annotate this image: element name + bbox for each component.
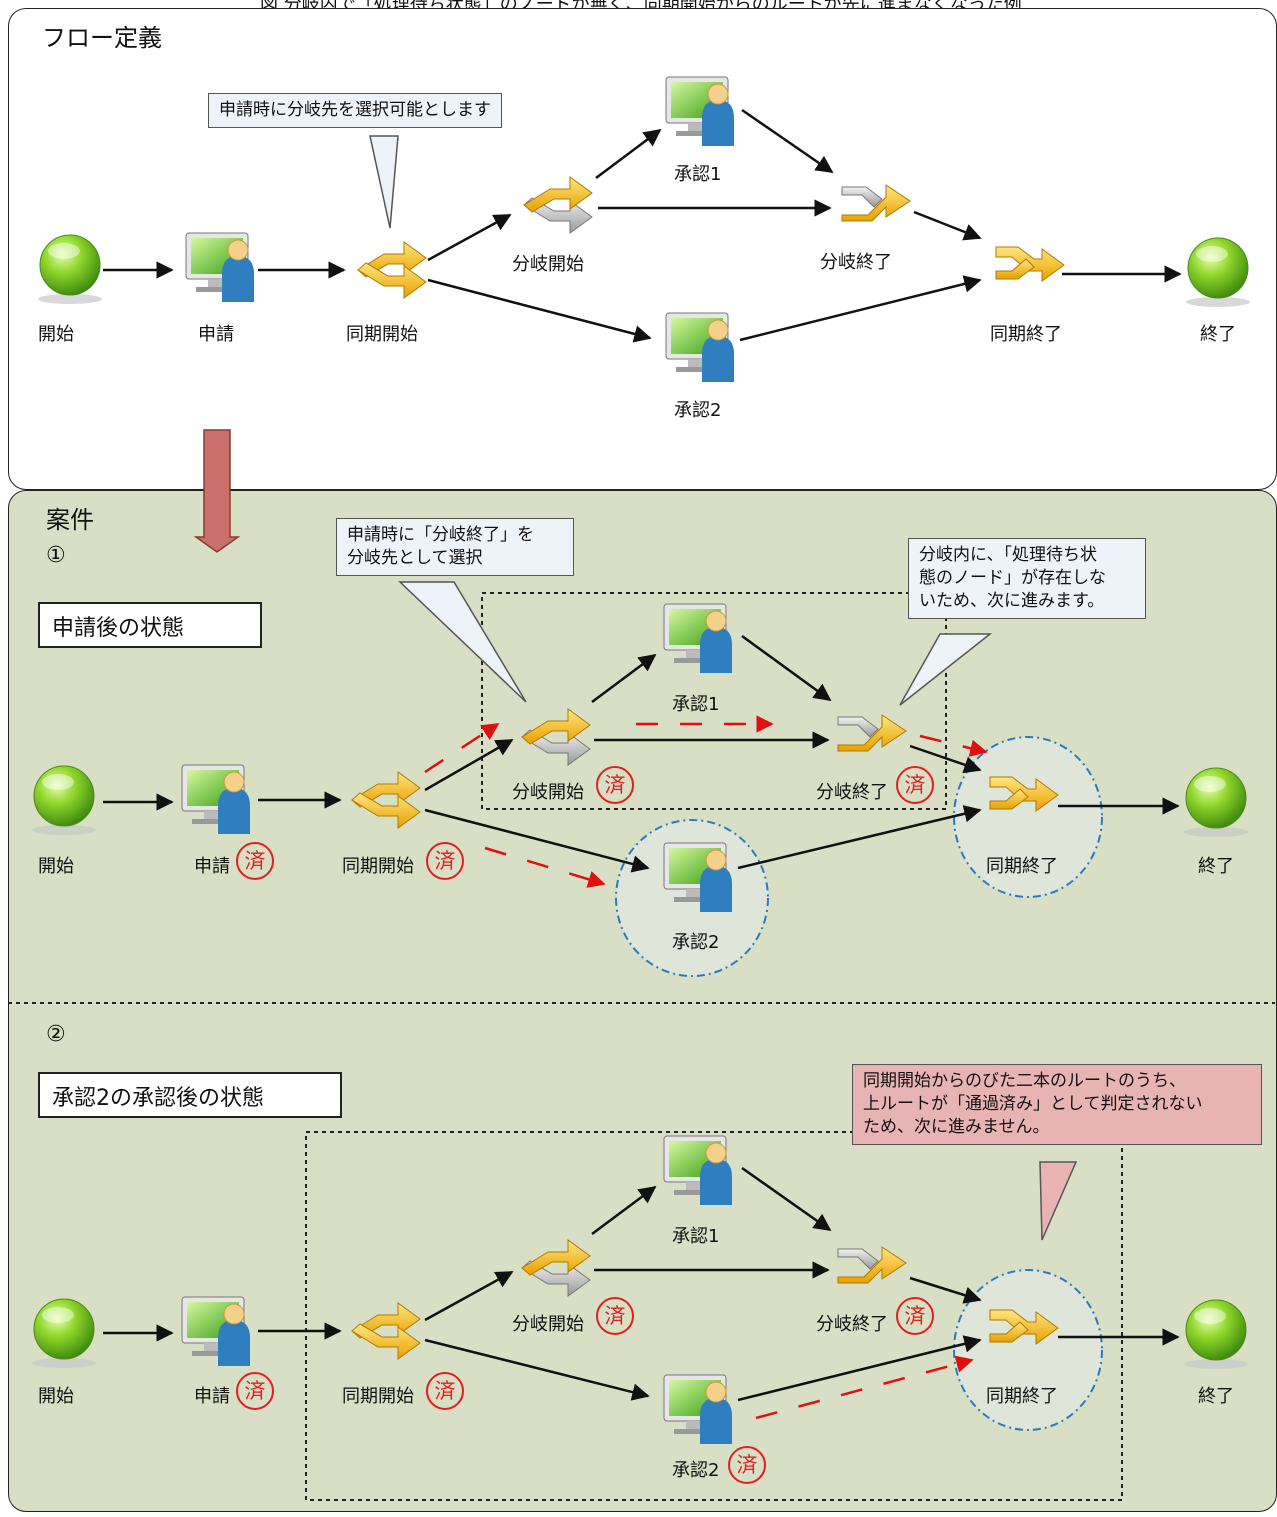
callout-line: 分岐先として選択	[347, 548, 483, 568]
callout-line: ため、次に進みません。	[863, 1117, 1050, 1137]
state2-label-box: 承認2の承認後の状態	[38, 1072, 342, 1118]
done-stamp: 済	[596, 1297, 634, 1335]
state1-number: ①	[46, 543, 66, 568]
node-label-end: 終了	[1198, 856, 1234, 877]
state1-callout-right: 分岐内に、「処理待ち状 態のノード」が存在しな いため、次に進みます。	[908, 538, 1146, 619]
approve1-node-icon	[665, 76, 735, 147]
node-label-start: 開始	[38, 856, 74, 877]
sync-end-node-icon	[995, 246, 1065, 282]
callout-line: 同期開始からのびた二本のルートのうち、	[863, 1071, 1186, 1091]
state1-edges	[103, 634, 1180, 873]
approve1-node-icon	[663, 603, 733, 674]
node-label-sync-end: 同期終了	[986, 856, 1058, 877]
branch-start-node-icon	[521, 1239, 591, 1297]
done-stamp: 済	[728, 1446, 766, 1484]
node-label-approve1: 承認1	[672, 694, 720, 715]
node-label-branch-end: 分岐終了	[816, 1314, 888, 1335]
approve2-node-icon	[665, 312, 735, 383]
transition-arrow-icon	[193, 429, 241, 553]
node-label-approve1: 承認1	[672, 1226, 720, 1247]
approve2-node-icon	[663, 842, 733, 913]
node-label-end: 終了	[1200, 324, 1236, 345]
branch-end-node-icon	[837, 714, 907, 752]
done-stamp: 済	[236, 842, 274, 880]
node-label-apply: 申請	[194, 856, 230, 877]
sync-start-node-icon	[351, 771, 421, 829]
flow-definition-edges	[103, 108, 1182, 343]
branch-start-node-icon	[521, 708, 591, 766]
node-label-sync-end: 同期終了	[986, 1386, 1058, 1407]
end-node-icon	[1185, 237, 1251, 308]
node-label-sync-start: 同期開始	[346, 324, 418, 345]
node-label-sync-start: 同期開始	[342, 1386, 414, 1407]
node-label-approve2: 承認2	[672, 932, 720, 953]
state1-label-box: 申請後の状態	[38, 602, 262, 648]
node-label-branch-end: 分岐終了	[816, 782, 888, 803]
node-label-sync-end: 同期終了	[990, 324, 1062, 345]
node-label-start: 開始	[38, 1386, 74, 1407]
flow-definition-callout: 申請時に分岐先を選択可能とします	[208, 93, 502, 128]
node-label-approve2: 承認2	[674, 400, 722, 421]
approve2-node-icon	[663, 1374, 733, 1445]
callout-line: 分岐内に、「処理待ち状	[919, 545, 1097, 565]
node-label-sync-start: 同期開始	[342, 856, 414, 877]
done-stamp: 済	[596, 766, 634, 804]
done-stamp: 済	[426, 842, 464, 880]
state2-number: ②	[46, 1022, 66, 1047]
branch-end-node-icon	[837, 1246, 907, 1284]
end-node-icon	[1183, 767, 1249, 838]
state2-callout: 同期開始からのびた二本のルートのうち、 上ルートが「通過済み」として判定されない…	[852, 1064, 1262, 1145]
apply-node-icon	[181, 1296, 251, 1367]
apply-node-icon	[181, 764, 251, 835]
callout-line: いため、次に進みます。	[919, 591, 1105, 611]
node-label-apply: 申請	[198, 324, 234, 345]
done-stamp: 済	[896, 766, 934, 804]
done-stamp: 済	[426, 1372, 464, 1410]
done-stamp: 済	[896, 1297, 934, 1335]
state1-callout-left: 申請時に「分岐終了」を 分岐先として選択	[336, 518, 574, 576]
node-label-apply: 申請	[194, 1386, 230, 1407]
start-node-icon	[31, 1298, 97, 1369]
node-label-approve2: 承認2	[672, 1460, 720, 1481]
state2-passed-route	[755, 1355, 974, 1420]
state2-edges	[103, 1166, 1180, 1402]
end-node-icon	[1183, 1299, 1249, 1370]
node-label-start: 開始	[38, 324, 74, 345]
callout-line: 上ルートが「通過済み」として判定されない	[863, 1094, 1203, 1114]
state1-passed-route	[424, 715, 988, 888]
branch-scope-box-1	[481, 592, 947, 810]
callout-line: 態のノード」が存在しな	[919, 568, 1106, 588]
case-title: 案件	[46, 506, 94, 534]
approve1-node-icon	[663, 1135, 733, 1206]
start-node-icon	[37, 234, 103, 305]
sync-start-node-icon	[351, 1302, 421, 1360]
branch-end-node-icon	[841, 184, 911, 222]
sync-scope-box-2	[305, 1131, 1123, 1501]
callout-line: 申請時に「分岐終了」を	[347, 525, 534, 545]
node-label-branch-start: 分岐開始	[512, 254, 584, 275]
node-label-end: 終了	[1198, 1386, 1234, 1407]
done-stamp: 済	[236, 1372, 274, 1410]
branch-start-node-icon	[523, 176, 593, 234]
node-label-branch-start: 分岐開始	[512, 1314, 584, 1335]
start-node-icon	[31, 765, 97, 836]
sync-start-node-icon	[357, 241, 427, 299]
node-label-branch-end: 分岐終了	[820, 252, 892, 273]
node-label-approve1: 承認1	[674, 164, 722, 185]
node-label-branch-start: 分岐開始	[512, 782, 584, 803]
flow-definition-title: フロー定義	[42, 24, 162, 52]
apply-node-icon	[185, 232, 255, 303]
